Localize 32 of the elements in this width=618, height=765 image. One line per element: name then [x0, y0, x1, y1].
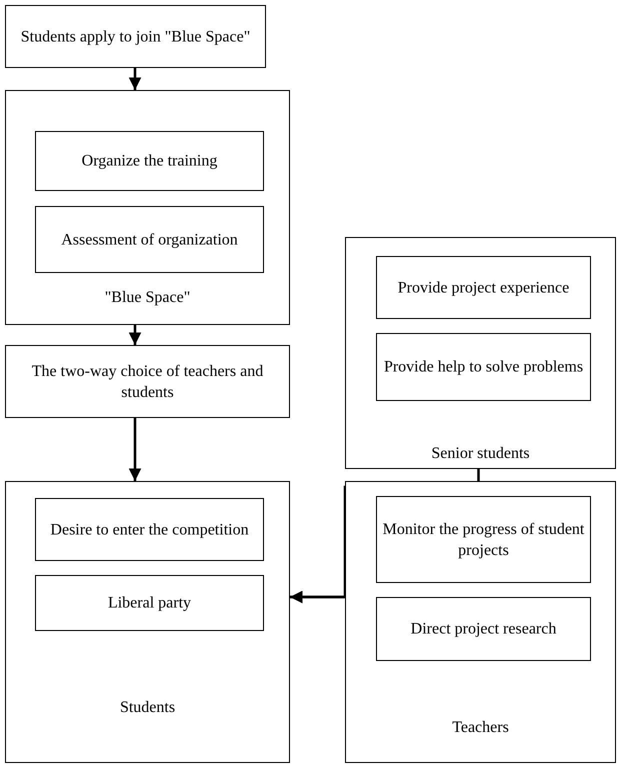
process-box — [376, 597, 591, 661]
box-label: Assessment of organization — [60, 230, 239, 250]
group-box — [345, 237, 616, 469]
arrow — [128, 68, 142, 90]
process-box — [35, 498, 264, 561]
group-box — [5, 90, 290, 325]
box-label: Direct project research — [410, 620, 558, 640]
process-box — [35, 206, 264, 273]
process-box — [376, 256, 591, 319]
group-title: Teachers — [451, 718, 510, 738]
process-box — [5, 5, 266, 68]
group-title: Senior students — [430, 444, 531, 464]
group-title: "Blue Space" — [104, 288, 192, 308]
arrow — [128, 325, 142, 345]
group-box — [345, 481, 616, 763]
group-title: Students — [118, 698, 176, 718]
process-box — [5, 345, 290, 418]
arrow — [128, 418, 142, 481]
process-box — [376, 496, 591, 583]
process-box — [35, 131, 264, 191]
box-label: Desire to enter the competition — [49, 520, 250, 540]
box-label: Liberal party — [106, 594, 192, 614]
box-label: The two-way choice of teachers and students — [30, 362, 264, 402]
box-label: Provide help to solve problems — [382, 358, 584, 378]
box-label: Provide project experience — [396, 278, 570, 298]
box-label: Organize the training — [80, 152, 218, 172]
box-label: Students apply to join "Blue Space" — [20, 27, 252, 47]
process-box — [376, 333, 591, 401]
box-label: Monitor the progress of student projects — [382, 520, 586, 560]
arrow — [290, 590, 345, 604]
group-box — [5, 481, 290, 763]
process-box — [35, 575, 264, 631]
